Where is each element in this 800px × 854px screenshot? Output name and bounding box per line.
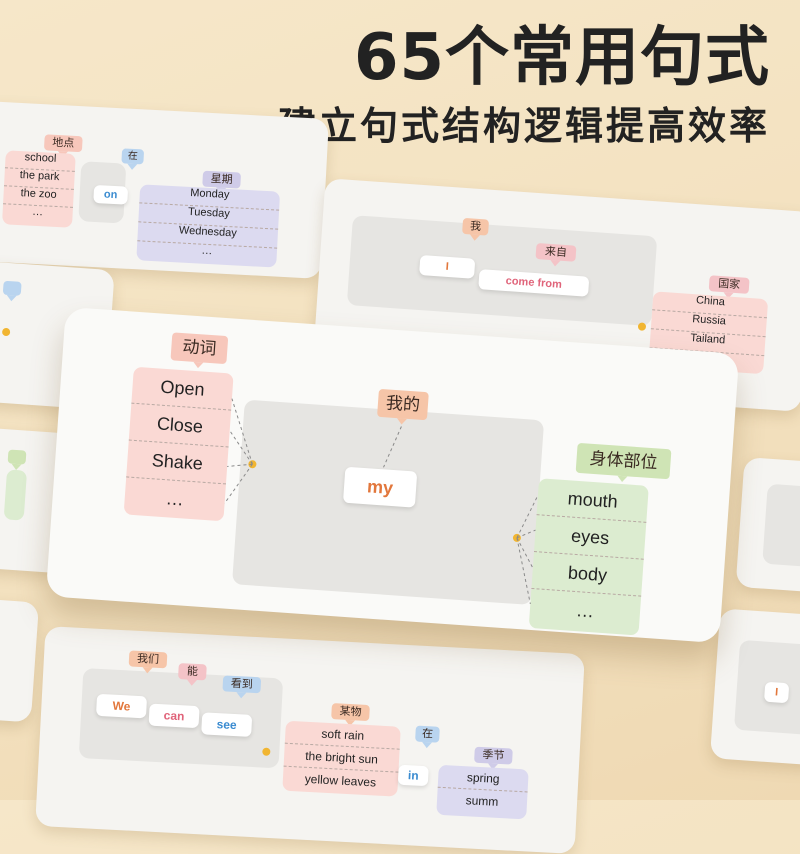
tag-season: 季节 (474, 746, 513, 765)
connector-dot (1, 327, 11, 337)
card-main: 动词 Open Close Shake … 我的 my 身体部位 mouth e… (45, 306, 740, 644)
tag-in: 在 (415, 725, 440, 743)
connector-line (383, 426, 402, 468)
connector-line (227, 463, 253, 467)
tag-partial (7, 449, 27, 465)
headline-subtitle: 建立句式结构逻辑提高效率 (277, 104, 770, 148)
tag-place: 地点 (43, 134, 83, 153)
tag-at: 在 (121, 148, 145, 165)
word-see: see (201, 712, 253, 737)
word-we: We (95, 693, 148, 719)
word-i: I (763, 681, 790, 704)
tag-country: 国家 (708, 275, 750, 294)
tag-partial (2, 280, 22, 296)
connector-line (516, 537, 531, 605)
list-item: … (31, 205, 44, 219)
card-bottom: 我们 能 看到 We can see 某物 soft rain the brig… (35, 626, 585, 854)
weekday-list: Monday Tuesday Wednesday … (136, 184, 281, 268)
headline-title: 65个常用句式 (353, 21, 770, 95)
season-list: spring summ (436, 764, 529, 820)
tag-weekday: 星期 (202, 170, 242, 189)
word-on: on (93, 184, 129, 205)
card-right-edge-1 (735, 457, 800, 593)
thing-list: soft rain the bright sun yellow leaves (282, 720, 401, 797)
card-left-edge-3 (0, 597, 40, 723)
place-list: school the park the zoo … (2, 150, 76, 228)
connector-dot (637, 322, 647, 331)
connector-line (516, 529, 536, 539)
word-i: I (419, 254, 476, 279)
partial-panel (762, 483, 800, 568)
tag-see: 看到 (222, 675, 262, 694)
list-item: summ (465, 793, 499, 809)
headline: 65个常用句式 建立句式结构逻辑提高效率 (278, 22, 770, 150)
connector-line (516, 494, 539, 539)
card-top-left: 地点 school the park the zoo … 在 on 星期 Mon… (0, 101, 329, 279)
connector-line (231, 398, 253, 465)
connector-line (229, 430, 253, 465)
connector-lines (224, 398, 539, 605)
word-can: can (148, 703, 200, 729)
tag-thing: 某物 (331, 703, 370, 722)
tag-come-from: 来自 (535, 243, 577, 262)
partial-list (3, 469, 28, 521)
list-item: yellow leaves (304, 771, 377, 790)
tag-i: 我 (462, 217, 490, 236)
tag-we: 我们 (128, 650, 168, 669)
card-right-edge-2: I (709, 608, 800, 766)
connector-line (516, 537, 534, 569)
connector-line (224, 463, 253, 504)
tag-can: 能 (178, 663, 207, 681)
word-in: in (397, 764, 429, 787)
